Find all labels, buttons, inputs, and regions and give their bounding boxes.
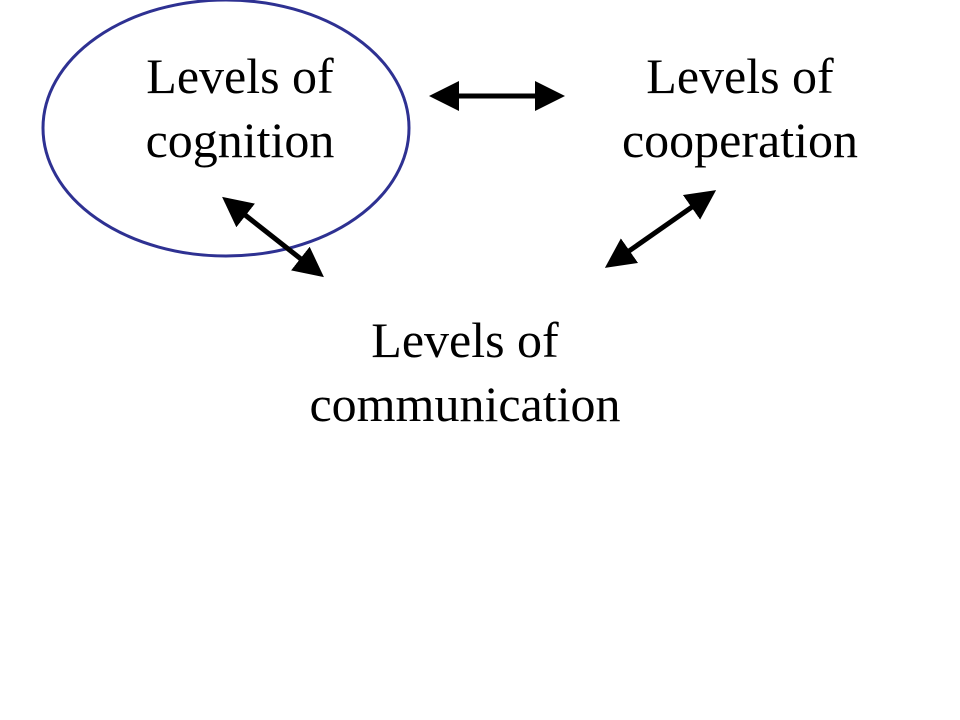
node-communication-line2: communication: [309, 376, 621, 432]
node-communication-line1: Levels of: [371, 312, 559, 368]
arrow-cooperation-communication: [604, 190, 717, 268]
node-cooperation-line2: cooperation: [621, 112, 858, 168]
node-communication: Levels of communication: [255, 308, 675, 436]
node-cooperation-line1: Levels of: [646, 48, 834, 104]
node-cooperation: Levels of cooperation: [580, 44, 900, 172]
arrow-cognition-communication: [222, 196, 324, 278]
node-cognition-line1: Levels of: [146, 48, 334, 104]
node-cognition-line2: cognition: [145, 112, 335, 168]
node-cognition: Levels of cognition: [100, 44, 380, 172]
